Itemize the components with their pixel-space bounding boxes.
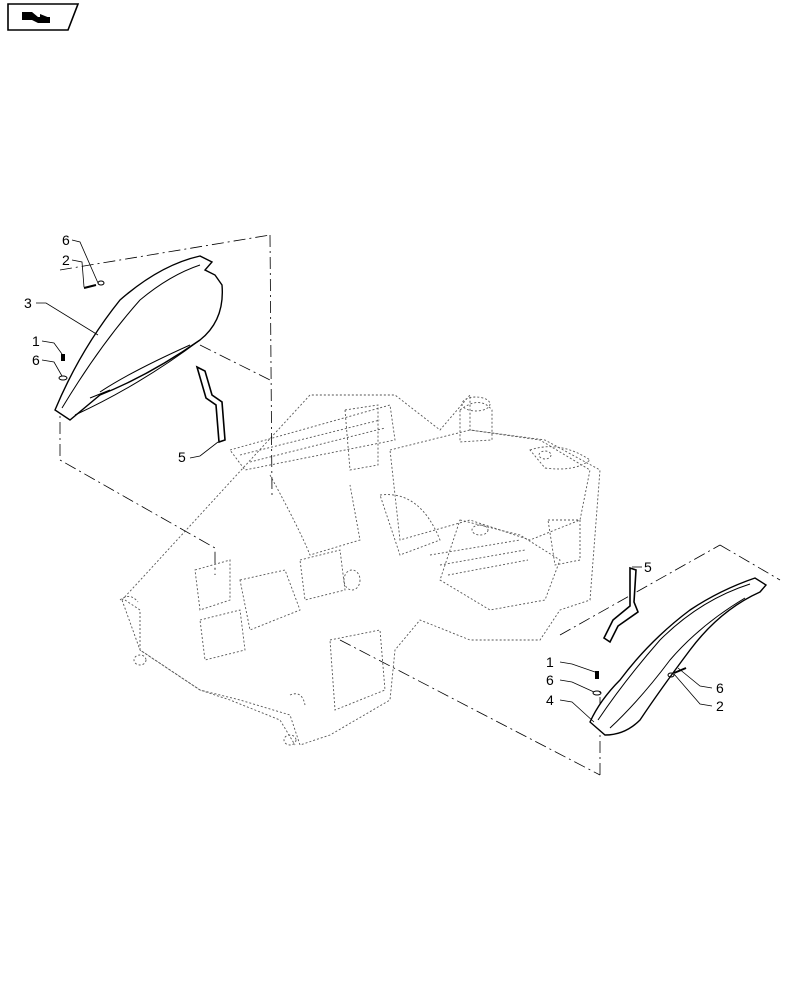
callout-6-left-top: 6 — [62, 232, 70, 248]
callout-2-left-top: 2 — [62, 252, 70, 268]
left-seal-strip — [195, 365, 226, 444]
right-hardware — [592, 667, 687, 696]
right-fender — [589, 577, 768, 736]
callout-4-right: 4 — [546, 692, 554, 708]
back-arrow-icon[interactable] — [7, 3, 80, 31]
chassis-phantom — [119, 393, 601, 746]
callout-5-right: 5 — [644, 559, 652, 575]
callout-5-left: 5 — [178, 449, 186, 465]
leader-lines — [36, 239, 713, 723]
right-seal-strip — [602, 566, 639, 644]
callout-1-left: 1 — [32, 333, 40, 349]
callout-1-right: 1 — [546, 654, 554, 670]
callouts: 6 2 3 1 6 5 5 1 6 4 6 2 — [24, 232, 724, 714]
left-fender — [54, 255, 224, 421]
callout-2-right-far: 2 — [716, 698, 724, 714]
callout-6-right: 6 — [546, 672, 554, 688]
callout-6-left-mid: 6 — [32, 352, 40, 368]
callout-3-left: 3 — [24, 295, 32, 311]
callout-6-right-far: 6 — [716, 680, 724, 696]
